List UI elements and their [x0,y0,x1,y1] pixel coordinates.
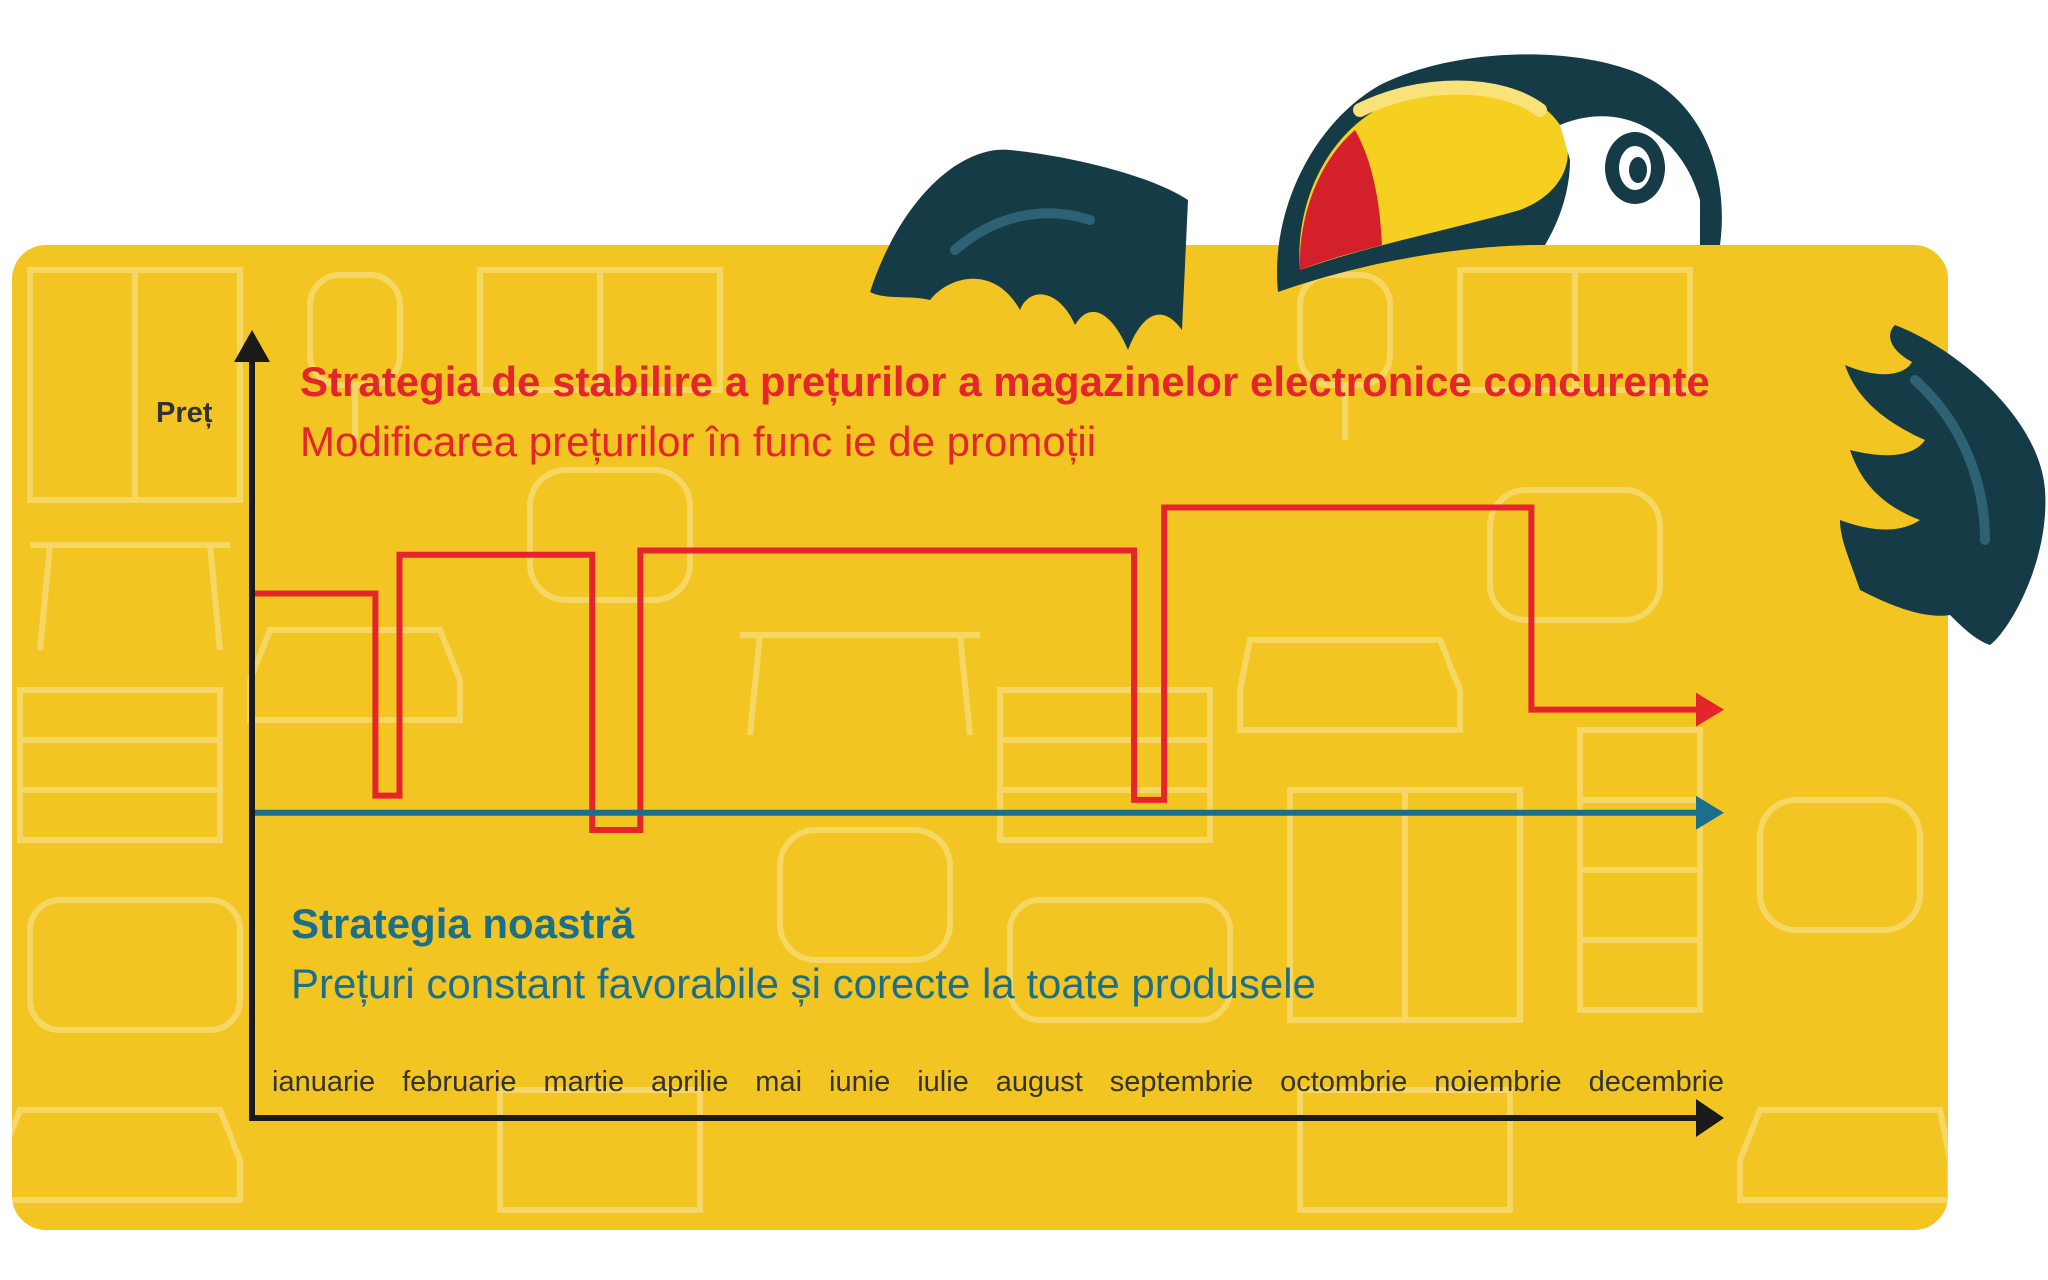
series-competitor-line [255,504,1700,833]
toucan-left-wing-icon [870,149,1188,350]
toucan-icon [870,54,2046,645]
x-tick-label-septembrie: septembrie [1110,1066,1253,1098]
y-axis [234,330,270,1118]
our-strategy-subtitle: Prețuri constant favorabile și corecte l… [291,960,1316,1007]
x-tick-label-mai: mai [755,1066,802,1098]
x-axis [249,1099,1724,1137]
x-tick-label-iulie: iulie [917,1066,969,1098]
x-tick-label-iunie: iunie [829,1066,890,1098]
furniture-pattern-icon [12,267,1948,1213]
toucan-right-wing-icon [1840,325,2046,645]
x-tick-label-februarie: februarie [402,1066,516,1098]
series-group [255,504,1724,833]
x-tick-label-decembrie: decembrie [1589,1066,1724,1098]
x-tick-label-aprilie: aprilie [651,1066,728,1098]
series-ours-arrow [1696,795,1724,830]
our-strategy-title: Strategia noastră [291,900,635,947]
x-tick-label-martie: martie [544,1066,625,1098]
x-tick-label-august: august [996,1066,1083,1098]
x-tick-label-ianuarie: ianuarie [272,1066,375,1098]
chart-title: Strategia de stabilire a prețurilor a ma… [300,358,1710,406]
chart-background-panel [12,245,1948,1230]
x-tick-label-octombrie: octombrie [1280,1066,1407,1098]
series-competitor-arrow [1696,692,1724,727]
x-tick-label-noiembrie: noiembrie [1434,1066,1561,1098]
chart-subtitle: Modificarea prețurilor în func ie de pro… [300,418,1096,465]
y-axis-label: Preț [156,397,213,429]
